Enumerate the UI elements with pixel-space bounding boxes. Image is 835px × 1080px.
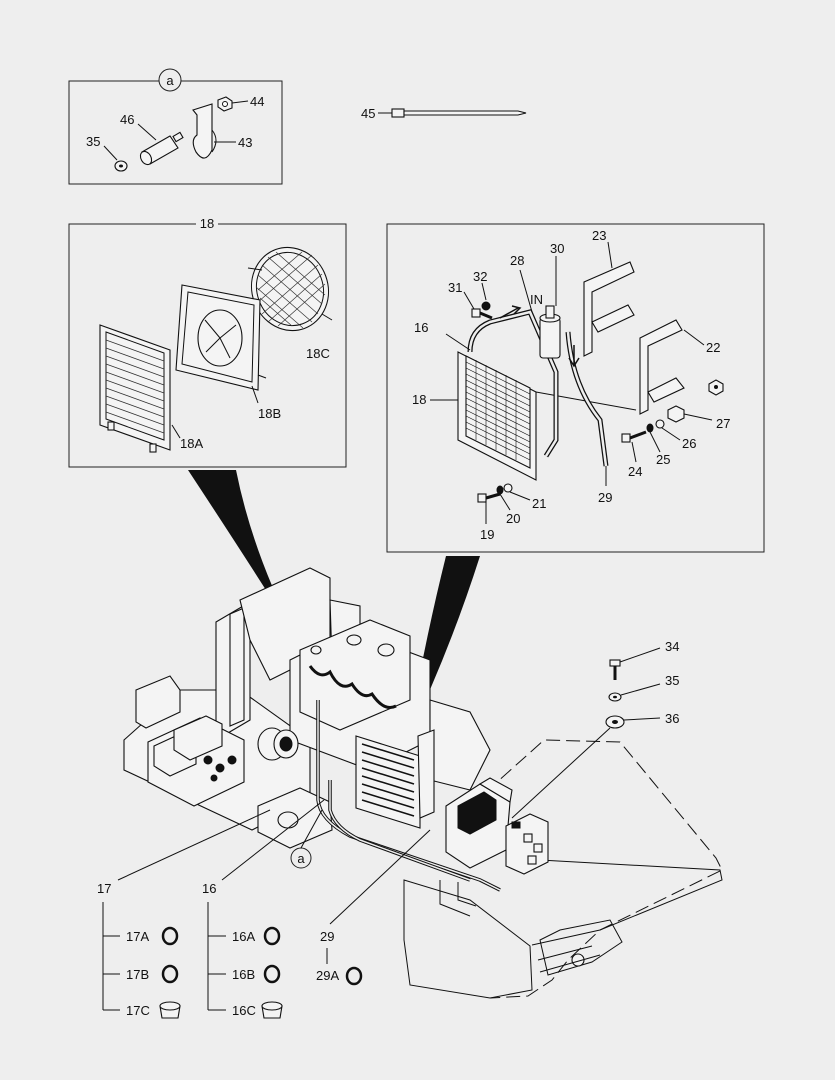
- o-ring-icon: [161, 926, 179, 946]
- callout-26: 26: [682, 436, 696, 451]
- oil-cooler-core-icon: [457, 351, 637, 481]
- thermostat-icon: [539, 305, 561, 359]
- in-label: IN: [530, 292, 543, 307]
- callout-19: 19: [480, 527, 494, 542]
- radiator-core-icon: [99, 324, 171, 453]
- flow-out-arrow-icon: [568, 345, 580, 368]
- callout-21: 21: [532, 496, 546, 511]
- kit-17A: 17A: [126, 929, 149, 944]
- washer-21-icon: [503, 483, 513, 493]
- cooler-box-frame: [386, 223, 765, 553]
- clamp-icon: [192, 103, 217, 159]
- cap-icon: [159, 1001, 181, 1019]
- kit-lists: a 17 17A 17B 17C 16 16A 16B 16C: [97, 799, 431, 1019]
- detail-a-circle-label: a: [166, 73, 174, 88]
- callout-18B: 18B: [258, 406, 281, 421]
- callout-36: 36: [665, 711, 679, 726]
- bolt-24-icon: [621, 430, 647, 443]
- callout-44: 44: [250, 94, 264, 109]
- callout-22: 22: [706, 340, 720, 355]
- kit-16C: 16C: [232, 1003, 256, 1018]
- washer-26-icon: [655, 419, 665, 429]
- callout-31: 31: [448, 280, 462, 295]
- kit-16A: 16A: [232, 929, 255, 944]
- control-box-icon: [505, 813, 549, 875]
- callout-23: 23: [592, 228, 606, 243]
- fan-grille-icon: [247, 246, 333, 332]
- installed-cooler-icon: [355, 729, 435, 829]
- o-ring-icon: [263, 926, 281, 946]
- bracket-23-icon: [583, 261, 635, 357]
- alternator-icon: [257, 727, 299, 761]
- cap-icon: [261, 1001, 283, 1019]
- bracket-22-icon: [639, 319, 685, 415]
- washer-20-icon: [496, 485, 504, 495]
- detail-a-circle: [158, 68, 182, 92]
- cable-tie-head-icon: [391, 108, 405, 118]
- machine-overview: 34 35 36: [123, 567, 723, 999]
- nut-26-icon: [667, 405, 685, 423]
- blower-housing-icon: [445, 777, 513, 869]
- box-18-title: 18: [200, 216, 214, 231]
- callout-16-cooler: 16: [414, 320, 428, 335]
- callout-46: 46: [120, 112, 134, 127]
- callout-45: 45: [361, 106, 375, 121]
- callout-32: 32: [473, 269, 487, 284]
- callout-18C: 18C: [306, 346, 330, 361]
- spacer-icon: [139, 131, 184, 166]
- detail-a-panel: a 44 43 46 35: [68, 68, 283, 185]
- o-ring-icon: [161, 964, 179, 984]
- washer-32-icon: [481, 301, 491, 311]
- bolt-19-icon: [477, 492, 501, 503]
- callout-35-detail: 35: [86, 134, 100, 149]
- fan-shroud-icon: [175, 284, 267, 391]
- callout-43: 43: [238, 135, 252, 150]
- washer-icon: [114, 160, 128, 172]
- nut-27-icon: [708, 379, 724, 396]
- oil-cooler-panel: 23 22 18: [386, 223, 765, 553]
- flow-in-arrow-icon: [499, 305, 522, 319]
- fan-assembly-panel: 18 18C 18B: [68, 216, 347, 468]
- reference-a-label: a: [297, 851, 305, 866]
- callout-28: 28: [510, 253, 524, 268]
- callout-30: 30: [550, 241, 564, 256]
- nut-icon: [217, 96, 233, 112]
- engine-block-icon: [289, 619, 491, 791]
- callout-34: 34: [665, 639, 679, 654]
- callout-17: 17: [97, 881, 111, 896]
- bolt-34-icon: [609, 659, 621, 680]
- tie-strap-45: 45: [361, 106, 527, 121]
- kit-29A: 29A: [316, 968, 339, 983]
- kit-16B: 16B: [232, 967, 255, 982]
- kit-17B: 17B: [126, 967, 149, 982]
- callout-18A: 18A: [180, 436, 203, 451]
- callout-24: 24: [628, 464, 642, 479]
- mount-bracket-icon: [135, 675, 181, 729]
- callout-35: 35: [665, 673, 679, 688]
- callout-27: 27: [716, 416, 730, 431]
- callout-16: 16: [202, 881, 216, 896]
- kit-17C: 17C: [126, 1003, 150, 1018]
- o-ring-icon: [345, 966, 363, 986]
- o-ring-icon: [263, 964, 281, 984]
- cable-tie-icon: [403, 110, 527, 116]
- callout-18-cooler: 18: [412, 392, 426, 407]
- callout-29: 29: [320, 929, 334, 944]
- callout-29-cooler: 29: [598, 490, 612, 505]
- callout-25: 25: [656, 452, 670, 467]
- callout-20: 20: [506, 511, 520, 526]
- battery-box-icon: [147, 715, 245, 807]
- bolt-31-icon: [471, 308, 493, 320]
- washer-25-icon: [646, 423, 654, 433]
